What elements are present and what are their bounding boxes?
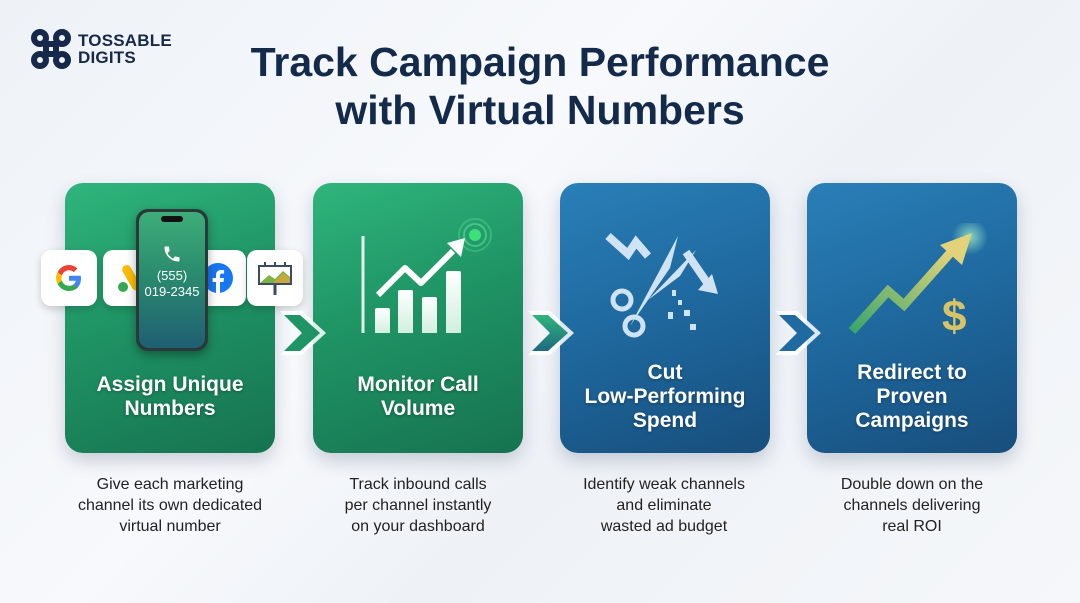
billboard-icon: [247, 250, 303, 306]
svg-text:$: $: [942, 292, 966, 341]
step-card-cut: Cut Low-Performing Spend: [560, 183, 770, 453]
desc-line: on your dashboard: [351, 518, 485, 535]
step-description: Give each marketing channel its own dedi…: [45, 474, 295, 537]
step-label-line: Monitor Call: [357, 373, 479, 396]
step-card-monitor: Monitor Call Volume: [313, 183, 523, 453]
phone-mockup: (555) 019-2345: [136, 209, 208, 351]
desc-line: and eliminate: [616, 497, 712, 514]
step-label: Assign Unique Numbers: [65, 373, 275, 421]
step-label-line: Assign Unique: [96, 373, 244, 396]
step-label-line: Spend: [632, 409, 698, 432]
step-label-line: Redirect to: [857, 361, 967, 384]
brand-name: TOSSABLE DIGITS: [78, 32, 172, 66]
step-description: Identify weak channels and eliminate was…: [539, 474, 789, 537]
step-label: Cut Low-Performing Spend: [560, 361, 770, 433]
brand-logo: TOSSABLE DIGITS: [30, 28, 172, 70]
chevron-right-icon: [280, 311, 326, 355]
phone-number: (555) 019-2345: [145, 268, 200, 300]
scissors-cut-trend-icon: [605, 233, 718, 338]
desc-line: per channel instantly: [344, 497, 492, 514]
phone-notch: [161, 216, 183, 222]
step-label-line: Low-Performing: [584, 385, 746, 408]
desc-line: wasted ad budget: [600, 518, 728, 535]
title-line1: Track Campaign Performance: [250, 39, 830, 85]
desc-line: channel its own dedicated: [77, 497, 263, 514]
brand-line2: DIGITS: [78, 48, 136, 67]
desc-line: real ROI: [882, 518, 942, 535]
desc-line: Double down on the: [840, 476, 984, 493]
step-label-line: Campaigns: [855, 409, 969, 432]
step-card-redirect: $ Redirect to Proven Campaigns: [807, 183, 1017, 453]
step-description: Double down on the channels delivering r…: [787, 474, 1037, 537]
step-label: Redirect to Proven Campaigns: [807, 361, 1017, 433]
desc-line: Track inbound calls: [349, 476, 487, 493]
desc-line: Identify weak channels: [583, 476, 745, 493]
step-label-line: Volume: [380, 397, 456, 420]
desc-line: Give each marketing: [96, 476, 244, 493]
step-label-line: Numbers: [124, 397, 216, 420]
rising-arrow-dollar-icon: $: [848, 223, 988, 341]
chevron-right-icon: [528, 311, 574, 355]
step-label: Monitor Call Volume: [313, 373, 523, 421]
step-description: Track inbound calls per channel instantl…: [293, 474, 543, 537]
google-icon: [41, 250, 97, 306]
chevron-right-icon: [775, 311, 821, 355]
phone-call-icon: [164, 246, 180, 262]
page-title: Track Campaign Performance with Virtual …: [0, 38, 1080, 134]
step-label-line: Cut: [647, 361, 683, 384]
title-line2: with Virtual Numbers: [335, 87, 745, 133]
brand-line1: TOSSABLE: [78, 31, 172, 50]
phone-screen: (555) 019-2345: [139, 212, 205, 348]
phone-number-line2: 019-2345: [144, 284, 200, 299]
command-key-logo-icon: [31, 29, 71, 69]
desc-line: virtual number: [119, 518, 221, 535]
step-label-line: Proven: [876, 385, 948, 408]
desc-line: channels delivering: [843, 497, 981, 514]
phone-number-line1: (555): [156, 268, 188, 283]
bar-chart-trend-icon: [361, 218, 492, 333]
